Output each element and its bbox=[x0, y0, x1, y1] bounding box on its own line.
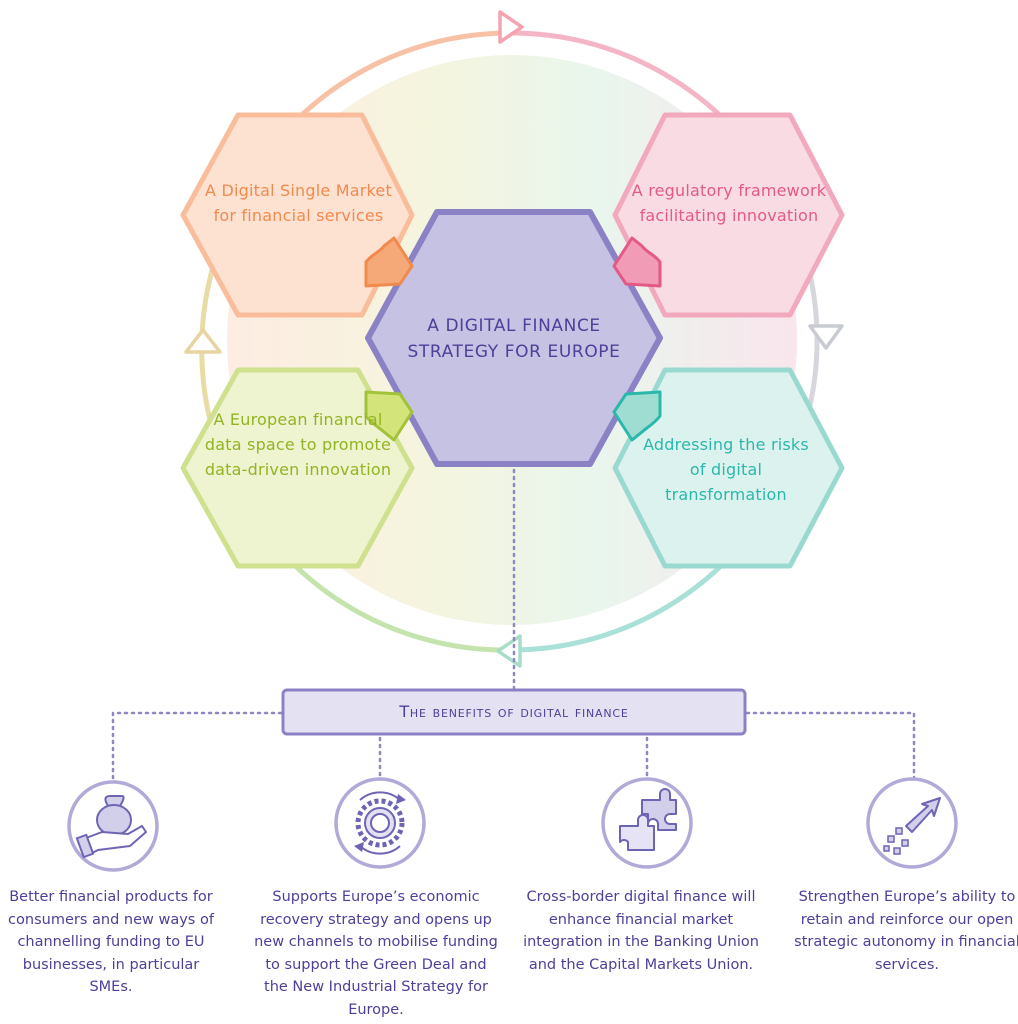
pillar-data-space: A European financial data space to promo… bbox=[204, 410, 392, 479]
puzzle-pieces-icon bbox=[601, 777, 693, 869]
benefit-recovery-text: Supports Europe’s economic recovery stra… bbox=[254, 889, 498, 1018]
growth-arrow-icon bbox=[866, 777, 958, 869]
puzzle-tab-teal bbox=[612, 390, 662, 442]
hexagon-data-space bbox=[180, 367, 415, 569]
hexagon-digital-risks bbox=[612, 367, 845, 569]
pillar-digital-single-market: A Digital Single Market for financial se… bbox=[205, 181, 392, 225]
strategy-title: A DIGITAL FINANCE STRATEGY FOR EUROPE bbox=[407, 316, 621, 362]
gear-cycle-icon bbox=[334, 777, 426, 869]
benefit-autonomy-text: Strengthen Europe’s ability to retain an… bbox=[794, 889, 1018, 973]
cycle-arrow-left bbox=[184, 328, 222, 354]
puzzle-tab-green bbox=[364, 390, 414, 442]
hexagon-regulatory-framework bbox=[612, 112, 845, 318]
hexagon-digital-single-market bbox=[180, 112, 415, 318]
cycle-arrow-bottom bbox=[496, 634, 522, 668]
hexagon-center bbox=[365, 209, 663, 467]
money-bag-in-hand-icon bbox=[67, 780, 159, 872]
benefits-banner bbox=[281, 688, 747, 736]
cycle-arrow-right bbox=[808, 324, 844, 350]
pillar-regulatory-framework: A regulatory framework facilitating inno… bbox=[631, 181, 827, 225]
cycle-arrow-top bbox=[498, 10, 524, 44]
benefit-integration-text: Cross-border digital finance will enhanc… bbox=[523, 889, 759, 973]
benefit-consumers-text: Better financial products for consumers … bbox=[8, 889, 214, 995]
puzzle-tab-pink bbox=[612, 236, 662, 288]
puzzle-tab-orange bbox=[364, 236, 414, 288]
connector-lines bbox=[111, 468, 916, 782]
pillar-digital-risks: Addressing the risks of digital transfor… bbox=[643, 435, 809, 504]
benefits-title: The benefits of digital finance bbox=[399, 702, 629, 721]
